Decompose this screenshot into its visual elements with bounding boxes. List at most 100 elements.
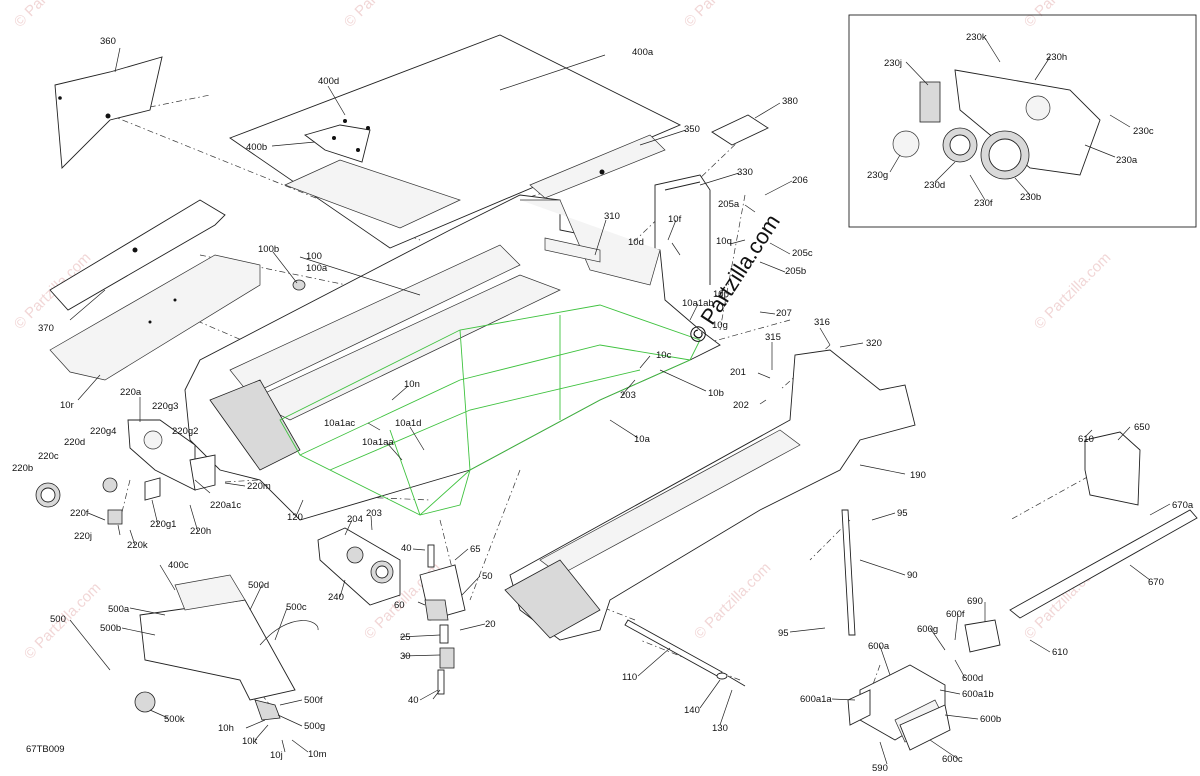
- label-316[interactable]: 316: [814, 317, 830, 328]
- frame-rail-190[interactable]: [504, 349, 916, 641]
- inner-tub-10a[interactable]: [279, 304, 701, 516]
- label-207[interactable]: 207: [776, 308, 792, 319]
- label-220c[interactable]: 220c: [38, 451, 59, 462]
- label-10h[interactable]: 10h: [218, 723, 234, 734]
- label-100a[interactable]: 100a: [306, 263, 328, 274]
- label-310[interactable]: 310: [604, 211, 620, 222]
- label-10f[interactable]: 10f: [668, 214, 682, 225]
- label-50[interactable]: 50: [482, 571, 493, 582]
- label-220f[interactable]: 220f: [70, 508, 89, 519]
- label-220g4[interactable]: 220g4: [90, 426, 116, 437]
- label-500k[interactable]: 500k: [164, 714, 185, 725]
- label-100[interactable]: 100: [306, 251, 322, 262]
- label-10m[interactable]: 10m: [308, 749, 327, 760]
- label-203a[interactable]: 203: [620, 390, 636, 401]
- label-130[interactable]: 130: [712, 723, 728, 734]
- label-65[interactable]: 65: [470, 544, 481, 555]
- label-600a1b[interactable]: 600a1b: [962, 689, 994, 700]
- label-25[interactable]: 25: [400, 632, 411, 643]
- label-10r[interactable]: 10r: [60, 400, 74, 411]
- label-500d[interactable]: 500d: [248, 580, 269, 591]
- label-315[interactable]: 315: [765, 332, 781, 343]
- label-205a[interactable]: 205a: [718, 199, 740, 210]
- label-230k[interactable]: 230k: [966, 32, 987, 43]
- label-240[interactable]: 240: [328, 592, 344, 603]
- label-140[interactable]: 140: [684, 705, 700, 716]
- label-10a1ac[interactable]: 10a1ac: [324, 418, 355, 429]
- label-220h[interactable]: 220h: [190, 526, 211, 537]
- label-10p[interactable]: 10p: [713, 289, 729, 300]
- label-220m[interactable]: 220m: [247, 481, 271, 492]
- label-10q[interactable]: 10q: [716, 236, 732, 247]
- label-220g2[interactable]: 220g2: [172, 426, 198, 437]
- label-330[interactable]: 330: [737, 167, 753, 178]
- label-190[interactable]: 190: [910, 470, 926, 481]
- label-10a1ab[interactable]: 10a1ab: [682, 298, 714, 309]
- label-95a[interactable]: 95: [897, 508, 908, 519]
- label-600c[interactable]: 600c: [942, 754, 963, 765]
- label-230f[interactable]: 230f: [974, 198, 993, 209]
- label-650[interactable]: 650: [1134, 422, 1150, 433]
- label-500[interactable]: 500: [50, 614, 66, 625]
- label-230d[interactable]: 230d: [924, 180, 945, 191]
- label-230c[interactable]: 230c: [1133, 126, 1154, 137]
- label-220d[interactable]: 220d: [64, 437, 85, 448]
- label-220j[interactable]: 220j: [74, 531, 92, 542]
- label-205b[interactable]: 205b: [785, 266, 806, 277]
- label-220g1[interactable]: 220g1: [150, 519, 176, 530]
- label-10a1aa[interactable]: 10a1aa: [362, 437, 394, 448]
- label-380[interactable]: 380: [782, 96, 798, 107]
- cargo-box-310[interactable]: [184, 194, 721, 521]
- label-400a[interactable]: 400a: [632, 47, 654, 58]
- label-40a[interactable]: 40: [401, 543, 412, 554]
- label-201[interactable]: 201: [730, 367, 746, 378]
- label-670a[interactable]: 670a: [1172, 500, 1194, 511]
- label-320[interactable]: 320: [866, 338, 882, 349]
- label-90[interactable]: 90: [907, 570, 918, 581]
- label-220a[interactable]: 220a: [120, 387, 142, 398]
- label-10j[interactable]: 10j: [270, 750, 283, 761]
- label-10n[interactable]: 10n: [404, 379, 420, 390]
- label-500g[interactable]: 500g: [304, 721, 325, 732]
- label-600f[interactable]: 600f: [946, 609, 965, 620]
- label-600a[interactable]: 600a: [868, 641, 890, 652]
- label-20[interactable]: 20: [485, 619, 496, 630]
- label-590[interactable]: 590: [872, 763, 888, 774]
- label-110[interactable]: 110: [622, 672, 637, 683]
- label-230j[interactable]: 230j: [884, 58, 902, 69]
- label-500b[interactable]: 500b: [100, 623, 121, 634]
- label-95b[interactable]: 95: [778, 628, 789, 639]
- label-230h[interactable]: 230h: [1046, 52, 1067, 63]
- label-670[interactable]: 670: [1148, 577, 1164, 588]
- label-30[interactable]: 30: [400, 651, 411, 662]
- label-610b[interactable]: 610: [1052, 647, 1068, 658]
- label-10k[interactable]: 10k: [242, 736, 258, 747]
- label-400b[interactable]: 400b: [246, 142, 267, 153]
- label-40b[interactable]: 40: [408, 695, 419, 706]
- label-600a1a[interactable]: 600a1a: [800, 694, 832, 705]
- label-500a[interactable]: 500a: [108, 604, 130, 615]
- label-60[interactable]: 60: [394, 600, 405, 611]
- label-360[interactable]: 360: [100, 36, 116, 47]
- label-206[interactable]: 206: [792, 175, 808, 186]
- label-220k[interactable]: 220k: [127, 540, 148, 551]
- label-400c[interactable]: 400c: [168, 560, 189, 571]
- label-204[interactable]: 204: [347, 514, 363, 525]
- label-10a1d[interactable]: 10a1d: [395, 418, 421, 429]
- label-500c[interactable]: 500c: [286, 602, 307, 613]
- label-600d[interactable]: 600d: [962, 673, 983, 684]
- label-220b[interactable]: 220b: [12, 463, 33, 474]
- label-220g3[interactable]: 220g3: [152, 401, 178, 412]
- label-10c[interactable]: 10c: [656, 350, 672, 361]
- label-203b[interactable]: 203: [366, 508, 382, 519]
- label-500f[interactable]: 500f: [304, 695, 323, 706]
- label-205c[interactable]: 205c: [792, 248, 813, 259]
- label-10b[interactable]: 10b: [708, 388, 724, 399]
- label-10a[interactable]: 10a: [634, 434, 651, 445]
- label-690[interactable]: 690: [967, 596, 983, 607]
- label-202[interactable]: 202: [733, 400, 749, 411]
- label-370[interactable]: 370: [38, 323, 54, 334]
- label-220a1c[interactable]: 220a1c: [210, 500, 241, 511]
- label-10g[interactable]: 10g: [712, 320, 728, 331]
- label-600b[interactable]: 600b: [980, 714, 1001, 725]
